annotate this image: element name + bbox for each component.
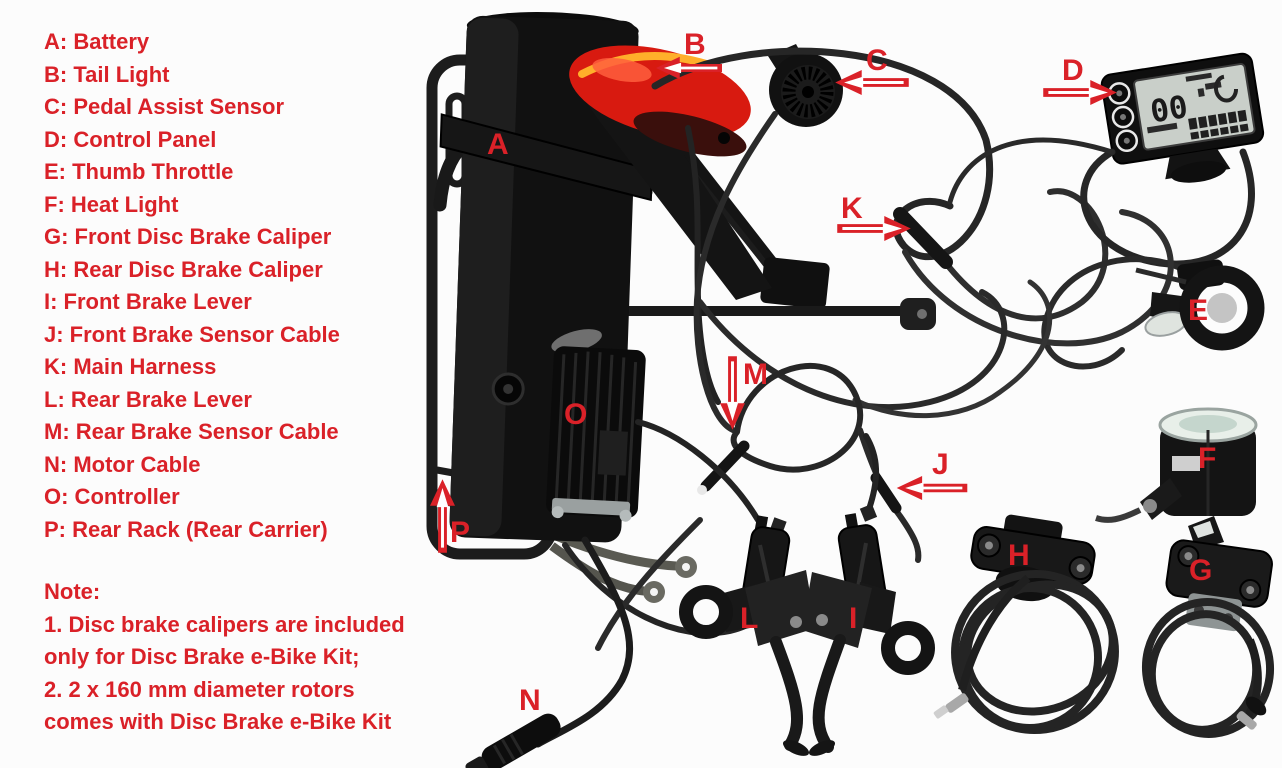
label-i: I <box>849 602 858 635</box>
arrow-p-icon <box>430 478 455 554</box>
motor-cable-connector-photo <box>457 713 561 768</box>
legend-item-k: K: Main Harness <box>44 354 217 379</box>
label-k: K <box>841 192 863 225</box>
label-h: H <box>1008 539 1030 572</box>
label-l: L <box>740 602 759 635</box>
front-caliper-photo <box>1141 516 1275 738</box>
pedal-assist-sensor-photo <box>768 44 843 127</box>
label-c: C <box>866 44 888 77</box>
legend-item-a: A: Battery <box>44 29 150 54</box>
note-title: Note: <box>44 579 101 604</box>
arrow-m-icon <box>720 356 745 430</box>
arrow-k-icon <box>836 216 912 241</box>
rear-brake-lever-photo <box>679 515 816 756</box>
label-j: J <box>932 448 949 481</box>
arrow-d-icon <box>1042 80 1118 105</box>
legend-item-n: N: Motor Cable <box>44 451 201 477</box>
arrow-b-icon <box>656 56 722 80</box>
label-d: D <box>1062 54 1084 87</box>
legend-item-j: J: Front Brake Sensor Cable <box>44 321 340 347</box>
label-o: O <box>564 398 588 431</box>
arrow-c-icon <box>834 70 910 95</box>
legend-item-l: L: Rear Brake Lever <box>44 386 252 412</box>
note-line-3: 2. 2 x 160 mm diameter rotors <box>44 676 355 702</box>
legend-item-f: F: Heat Light <box>44 191 179 217</box>
legend-item-c: C: Pedal Assist Sensor <box>44 94 285 119</box>
legend-item-g: G: Front Disc Brake Caliper <box>44 224 332 249</box>
legend-item-d: D: Control Panel <box>44 126 217 152</box>
label-g: G <box>1189 554 1213 587</box>
note-line-1: 1. Disc brake calipers are included <box>44 611 405 637</box>
label-e: E <box>1188 294 1209 327</box>
legend-item-h: H: Rear Disc Brake Caliper <box>44 256 323 282</box>
note-block: Note: 1. Disc brake calipers are include… <box>44 576 405 739</box>
legend-item-e: E: Thumb Throttle <box>44 159 234 184</box>
legend-item-p: P: Rear Rack (Rear Carrier) <box>44 516 328 542</box>
cables-photo <box>534 47 1255 748</box>
display-reading: 00 <box>1148 89 1191 130</box>
control-panel-photo: 00 <box>1100 52 1265 183</box>
legend-item-m: M: Rear Brake Sensor Cable <box>44 419 339 444</box>
parts-legend: A: Battery B: Tail Light C: Pedal Assist… <box>44 26 340 546</box>
label-b: B <box>684 28 706 61</box>
label-n: N <box>519 684 541 717</box>
controller-photo <box>546 329 646 522</box>
label-p: P <box>450 516 471 549</box>
legend-item-o: O: Controller <box>44 484 180 509</box>
legend-item-b: B: Tail Light <box>44 61 170 87</box>
label-f: F <box>1198 442 1217 475</box>
note-line-4: comes with Disc Brake e-Bike Kit <box>44 709 392 734</box>
label-m: M <box>743 358 768 391</box>
front-brake-lever-photo <box>802 503 935 756</box>
label-a: A <box>487 128 509 161</box>
rear-caliper-photo <box>933 514 1119 735</box>
heat-light-photo <box>1095 407 1258 523</box>
legend-item-i: I: Front Brake Lever <box>44 289 252 314</box>
arrow-j-icon <box>896 476 968 500</box>
note-line-2: only for Disc Brake e-Bike Kit; <box>44 644 360 669</box>
thumb-throttle-photo <box>1135 259 1265 351</box>
